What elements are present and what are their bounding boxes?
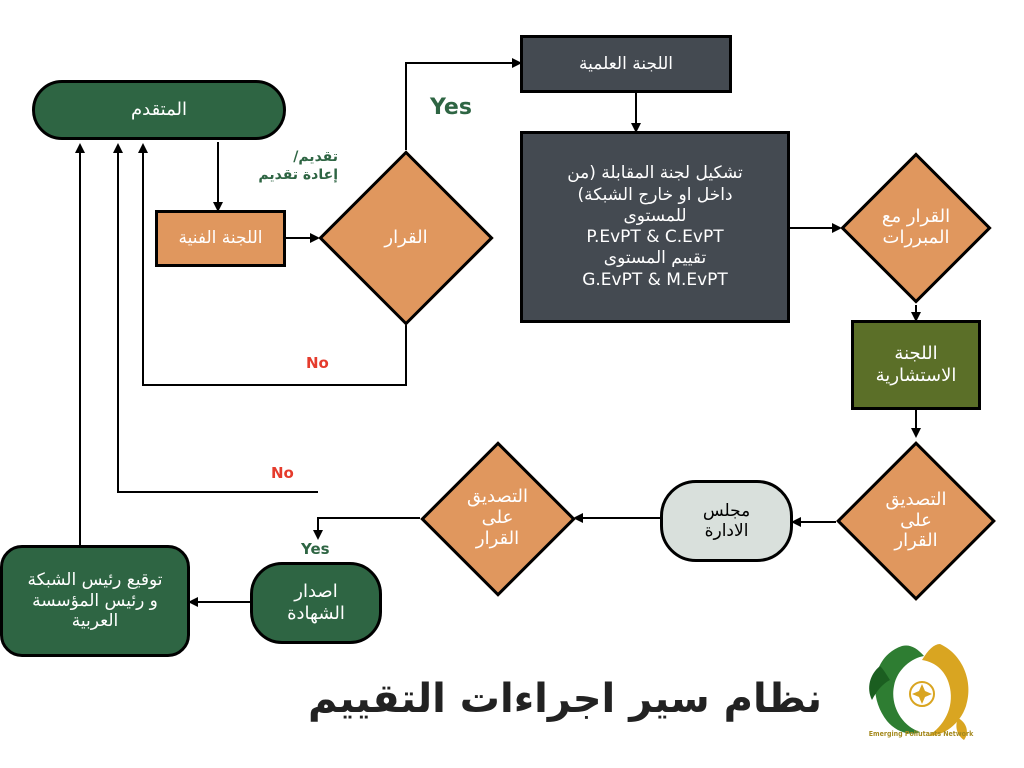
applicant-label: المتقدم (130, 99, 188, 121)
applicant-node: المتقدم (32, 80, 286, 140)
no-top-edge-label: No (306, 354, 329, 372)
submit-edge-label: تقديم/ إعادة تقديم (258, 149, 338, 184)
approve-decision-1-node: التصديق على القرار (836, 436, 996, 606)
yes-top-edge-label: Yes (430, 95, 472, 120)
decision-1-label: القرار (384, 226, 428, 248)
edge-approve-2-to-branch (313, 517, 420, 540)
technical-committee-node: اللجنة الفنية (155, 210, 286, 267)
diagram-title: نظام سير اجراءات التقييم (307, 676, 822, 722)
signature-node: توقيع رئيس الشبكة و رئيس المؤسسة العربية (0, 545, 190, 657)
approve-decision-2-node: التصديق على القرار (419, 436, 576, 601)
approve-decision-2-label: التصديق على القرار (467, 486, 528, 549)
edge-approve-2-no-to-applicant (113, 143, 318, 493)
decision-justified-node: القرار مع المبررات (840, 152, 992, 304)
scientific-committee-node: اللجنة العلمية (520, 35, 732, 93)
yes-bottom-edge-label: Yes (301, 540, 330, 558)
board-node: مجلس الادارة (660, 480, 793, 562)
edge-decision-no-to-applicant (138, 143, 407, 386)
logo-dark-leaf (869, 666, 890, 700)
emerging-pollutants-network-logo-icon (869, 644, 969, 740)
logo-gold-drop (956, 718, 967, 740)
issue-certificate-node: اصدار الشهادة (250, 562, 382, 644)
logo-gold-swirl (922, 644, 969, 736)
decision-1-node: القرار (318, 150, 494, 326)
interview-committee-node: تشكيل لجنة المقابلة (من داخل او خارج الش… (520, 131, 790, 323)
technical-committee-label: اللجنة الفنية (178, 228, 263, 249)
scientific-committee-label: اللجنة العلمية (579, 53, 673, 74)
edge-decision-yes-to-scientific (405, 58, 522, 150)
logo-caption: Emerging Pollutants Network (868, 730, 974, 738)
no-bottom-edge-label: No (271, 464, 294, 482)
advisory-committee-node: اللجنة الاستشارية (851, 320, 981, 410)
approve-decision-1-label: التصديق على القرار (885, 488, 947, 552)
logo-green-swirl (875, 645, 924, 734)
decision-justified-label: القرار مع المبررات (881, 206, 951, 248)
